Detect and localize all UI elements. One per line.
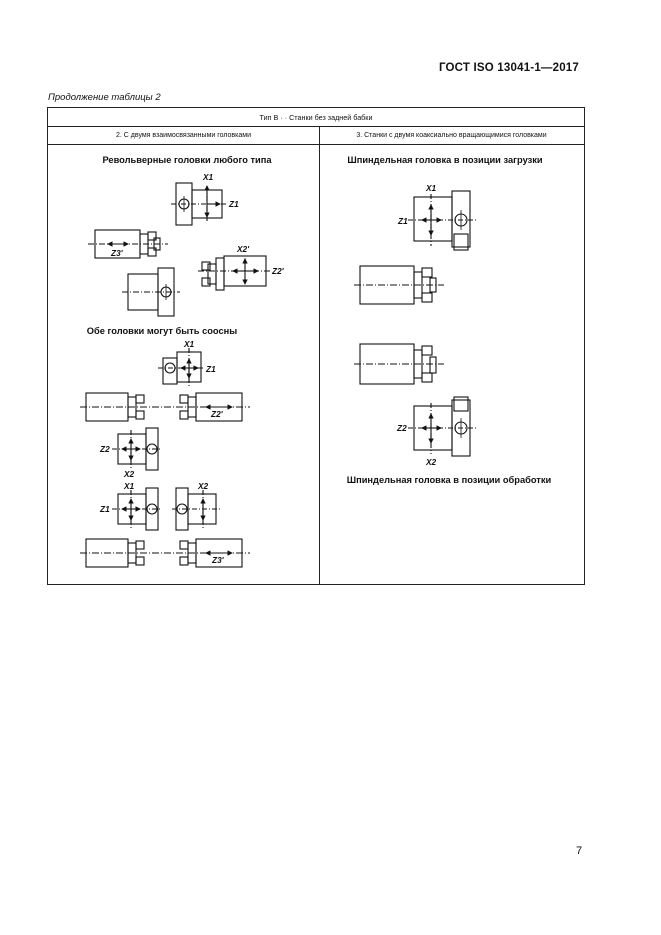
headstock-right-1: [354, 265, 444, 305]
label-x1-c: X1: [123, 481, 135, 491]
label-x2-r: X2: [425, 457, 437, 467]
label-z2p-b: Z2': [210, 409, 224, 419]
table-2: Тип В · · Станки без задней бабки 2. С д…: [47, 107, 585, 585]
spindle-head-processing: [408, 396, 476, 457]
headstock-z3p: [88, 229, 168, 259]
label-x2p-a: X2': [236, 244, 250, 254]
label-z2-r: Z2: [396, 423, 407, 433]
turret-head-x2p-z2p: [198, 255, 272, 291]
turret-head-x2-z2: [112, 427, 162, 471]
page-number: 7: [576, 845, 583, 857]
standard-code: ГОСТ ISO 13041-1—2017: [438, 62, 579, 74]
label-z3p-a: Z3': [110, 248, 124, 258]
label-x1-r: X1: [425, 183, 437, 193]
label-x2-b: X2: [197, 481, 209, 491]
two-turrets-x1-z1-x2: [112, 487, 220, 531]
label-z2-a: Z2: [99, 444, 110, 454]
opposed-spindles-z2p: [80, 392, 250, 422]
coaxial-turret-x1-z1: [158, 348, 205, 386]
label-x1-a: X1: [202, 172, 214, 182]
headstock-right-2: [354, 343, 444, 385]
label-x2-a: X2: [123, 469, 135, 479]
headstock-with-turret: [122, 267, 180, 317]
table-caption: Продолжение таблицы 2: [48, 92, 161, 103]
right-title-1: Шпиндельная головка в позиции загрузки: [347, 155, 543, 165]
column-divider: [319, 127, 320, 585]
left-title-2: Обе головки могут быть соосны: [87, 326, 238, 336]
left-title-1: Револьверные головки любого типа: [102, 155, 272, 165]
spindle-head-loading: [408, 190, 476, 251]
label-z1-b: Z1: [205, 364, 216, 374]
label-z1-r: Z1: [397, 216, 408, 226]
turret-head-x1-z1: [171, 182, 228, 226]
label-z1-c: Z1: [99, 504, 110, 514]
table-type-header: Тип В · · Станки без задней бабки: [48, 108, 584, 127]
label-x1-b: X1: [183, 339, 195, 349]
table-column-headers: 2. С двумя взаимосвязанными головками 3.…: [48, 127, 584, 145]
label-z1-a: Z1: [228, 199, 239, 209]
opposed-spindles-z3p: [80, 538, 250, 568]
column-header-2: 2. С двумя взаимосвязанными головками: [116, 132, 251, 139]
right-title-2: Шпиндельная головка в позиции обработки: [347, 475, 552, 485]
column-header-3: 3. Станки с двумя коаксиально вращающими…: [356, 132, 547, 139]
label-z3p-b: Z3': [211, 555, 225, 565]
label-z2p-a: Z2': [271, 266, 285, 276]
